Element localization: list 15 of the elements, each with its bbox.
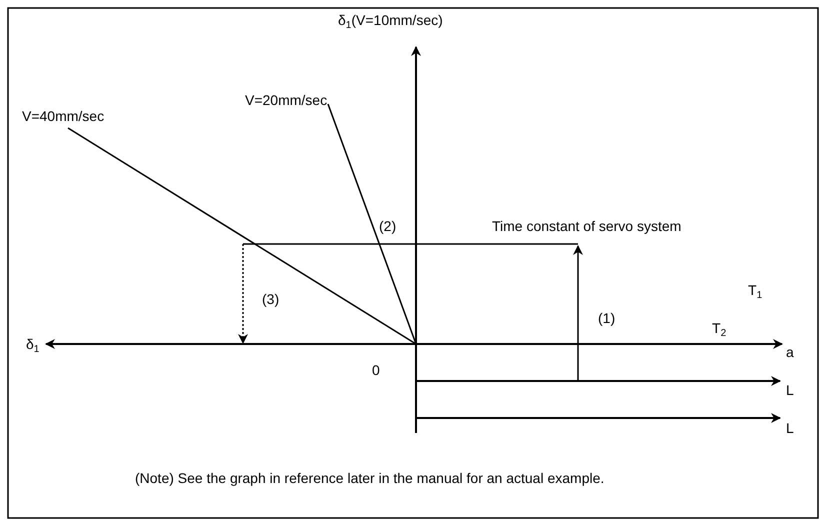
origin-label: 0 — [372, 362, 380, 378]
axis-label: δ$_{1}$ — [26, 336, 40, 352]
note-text: (Note) See the graph in reference later in the manual for an actual example. — [135, 470, 604, 486]
axis-label: L — [786, 420, 794, 436]
symbol-label: T$_{2}$ — [712, 320, 726, 336]
caption-text: Time constant of servo system — [492, 218, 682, 234]
axis-label: δ$_{1}$(V=10mm/sec) — [338, 12, 443, 28]
line-label: V=20mm/sec — [245, 92, 328, 108]
line-label: V=40mm/sec — [22, 108, 104, 124]
callout-number: (2) — [379, 218, 396, 234]
callout-number: (1) — [598, 310, 616, 326]
symbol-label: T$_{1}$ — [748, 282, 762, 298]
axis-label: a — [786, 344, 794, 360]
callout-number: (3) — [262, 291, 280, 307]
axis-label: L — [786, 382, 794, 398]
